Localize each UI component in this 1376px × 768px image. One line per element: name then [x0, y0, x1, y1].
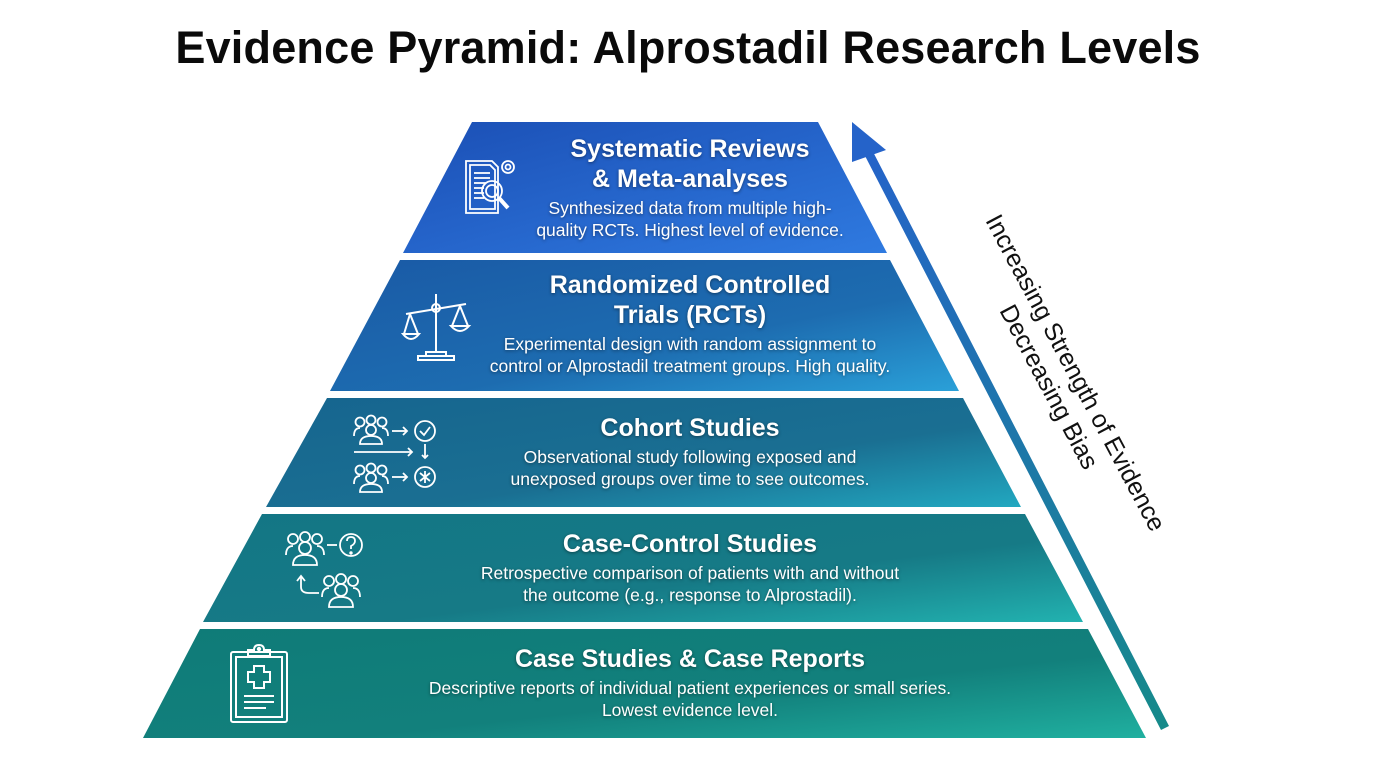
- tier-3-cohort-studies: Cohort Studies Observational study follo…: [450, 413, 930, 490]
- tier-1-desc-line1: Synthesized data from multiple high-: [548, 198, 832, 218]
- tier-1-shape: [403, 122, 887, 253]
- page-title: Evidence Pyramid: Alprostadil Research L…: [175, 22, 1201, 73]
- case-control-groups-icon: [283, 529, 369, 614]
- tier-4-shape: [203, 514, 1083, 622]
- tier-4-desc-line2: the outcome (e.g., response to Alprostad…: [523, 585, 857, 605]
- tier-3-title: Cohort Studies: [600, 414, 780, 442]
- tier-4-case-control-studies: Case-Control Studies Retrospective compa…: [400, 529, 980, 606]
- arrow-head-icon: [852, 122, 886, 162]
- tier-1-desc-line2: quality RCTs. Highest level of evidence.: [536, 220, 844, 240]
- tier-1-title-line2: & Meta-analyses: [592, 165, 788, 193]
- tier-5-desc-line2: Lowest evidence level.: [601, 700, 779, 720]
- document-search-gear-icon: [462, 155, 528, 226]
- balance-scale-icon: [400, 288, 472, 369]
- cohort-groups-icon: [352, 414, 444, 499]
- tier-2-title-line1: Randomized Controlled: [549, 271, 831, 299]
- arrow-shaft: [862, 145, 1169, 731]
- tier-4-desc-line1: Retrospective comparison of patients wit…: [480, 563, 900, 583]
- tier-2-desc-line2: control or Alprostadil treatment groups.…: [489, 356, 891, 376]
- tier-5-case-studies: Case Studies & Case Reports Descriptive …: [380, 644, 1000, 721]
- tier-3-desc-line2: unexposed groups over time to see outcom…: [510, 469, 870, 489]
- medical-clipboard-icon: [228, 643, 290, 729]
- tier-5-title: Case Studies & Case Reports: [514, 645, 866, 673]
- tier-2-shape: [330, 260, 959, 391]
- tier-2-title-line2: Trials (RCTs): [613, 301, 767, 329]
- tier-3-desc-line1: Observational study following exposed an…: [523, 447, 857, 467]
- tier-2-rcts: Randomized Controlled Trials (RCTs) Expe…: [460, 270, 920, 377]
- tier-4-title: Case-Control Studies: [562, 530, 818, 558]
- tier-3-shape: [266, 398, 1021, 507]
- tier-1-systematic-reviews: Systematic Reviews & Meta-analyses Synth…: [520, 134, 860, 241]
- tier-5-shape: [143, 629, 1146, 738]
- tier-2-desc-line1: Experimental design with random assignme…: [503, 334, 877, 354]
- tier-1-title-line1: Systematic Reviews: [570, 135, 810, 163]
- tier-5-desc-line1: Descriptive reports of individual patien…: [428, 678, 952, 698]
